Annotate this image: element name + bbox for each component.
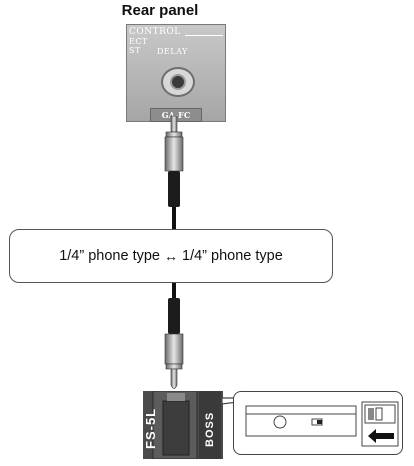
fs-5l-footswitch: FS-5L BOSS <box>143 390 223 460</box>
bidirectional-arrow-icon: ↔ <box>164 248 178 264</box>
control-jack-icon <box>161 67 195 97</box>
rear-panel-title: Rear panel <box>121 2 199 19</box>
control-line <box>185 35 223 36</box>
control-label: CONTROL <box>129 27 181 37</box>
panel-left-label-1: ECT <box>129 37 148 46</box>
polarity-switch-icon <box>245 401 399 447</box>
panel-left-label-2: ST <box>129 46 141 55</box>
delay-label: DELAY <box>157 47 188 56</box>
cable-type-right: 1/4” phone type <box>182 248 283 264</box>
cable-type-left: 1/4” phone type <box>59 248 160 264</box>
footswitch-icon <box>143 390 223 460</box>
upper-plug-icon <box>164 115 184 207</box>
lower-plug-icon <box>164 298 184 389</box>
ga-fc-rear-panel: CONTROL ECT ST DELAY <box>126 24 226 122</box>
polarity-switch-callout <box>233 391 403 455</box>
cable-type-label: 1/4” phone type ↔ 1/4” phone type <box>9 229 333 283</box>
